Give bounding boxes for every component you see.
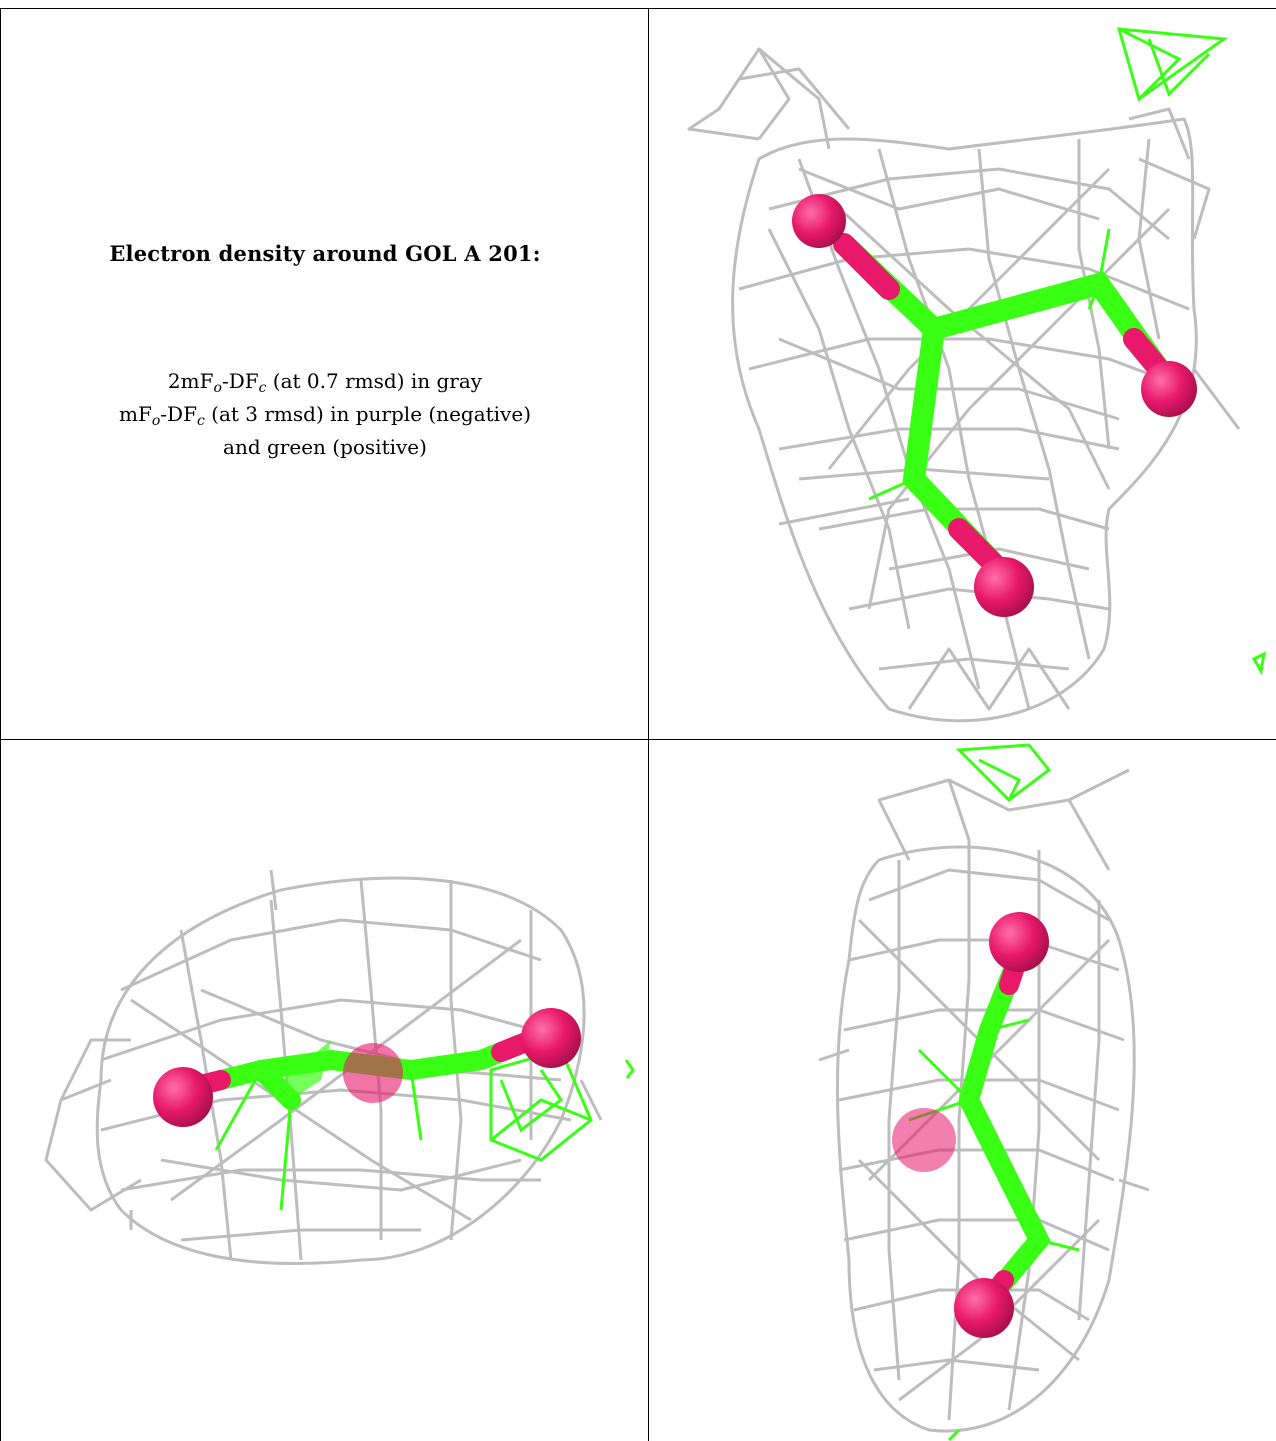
legend-line-positive: and green (positive) — [223, 435, 427, 459]
electron-density-mesh-icon — [44, 869, 635, 1265]
legend-1-suffix: (at 0.7 rmsd) in gray — [266, 369, 483, 393]
legend-2-mid: -DF — [160, 402, 197, 426]
legend-2-sub-c: c — [196, 413, 205, 429]
density-view-bottom-left — [1, 740, 648, 1441]
electron-density-mesh-icon — [818, 743, 1150, 1441]
caption-title: Electron density around GOL A 201: — [109, 241, 541, 266]
legend-1-mid: -DF — [221, 369, 259, 393]
legend-1-sub-c: c — [258, 380, 267, 396]
table-border-top — [0, 8, 1276, 9]
electron-density-mesh-icon — [687, 27, 1266, 723]
legend-1-prefix: 2mF — [167, 369, 214, 393]
legend-2-prefix: mF — [119, 402, 152, 426]
caption-legend: 2mFo-DFc (at 0.7 rmsd) in gray mFo-DFc (… — [1, 365, 648, 464]
table-divider-horizontal — [0, 739, 1276, 740]
caption-cell: Electron density around GOL A 201: 2mFo-… — [1, 9, 648, 739]
legend-line-gray: 2mFo-DFc (at 0.7 rmsd) in gray — [1, 365, 648, 398]
legend-2-sub-o: o — [151, 413, 161, 429]
legend-2-suffix: (at 3 rmsd) in purple (negative) — [204, 402, 531, 426]
density-view-top-right — [649, 9, 1276, 739]
legend-line-difference: mFo-DFc (at 3 rmsd) in purple (negative) — [1, 398, 648, 431]
table-divider-vertical — [648, 8, 649, 1441]
density-view-bottom-right — [649, 740, 1276, 1441]
table-border-left — [0, 8, 1, 1441]
caption-block: Electron density around GOL A 201: 2mFo-… — [1, 9, 648, 739]
legend-1-sub-o: o — [213, 380, 222, 396]
